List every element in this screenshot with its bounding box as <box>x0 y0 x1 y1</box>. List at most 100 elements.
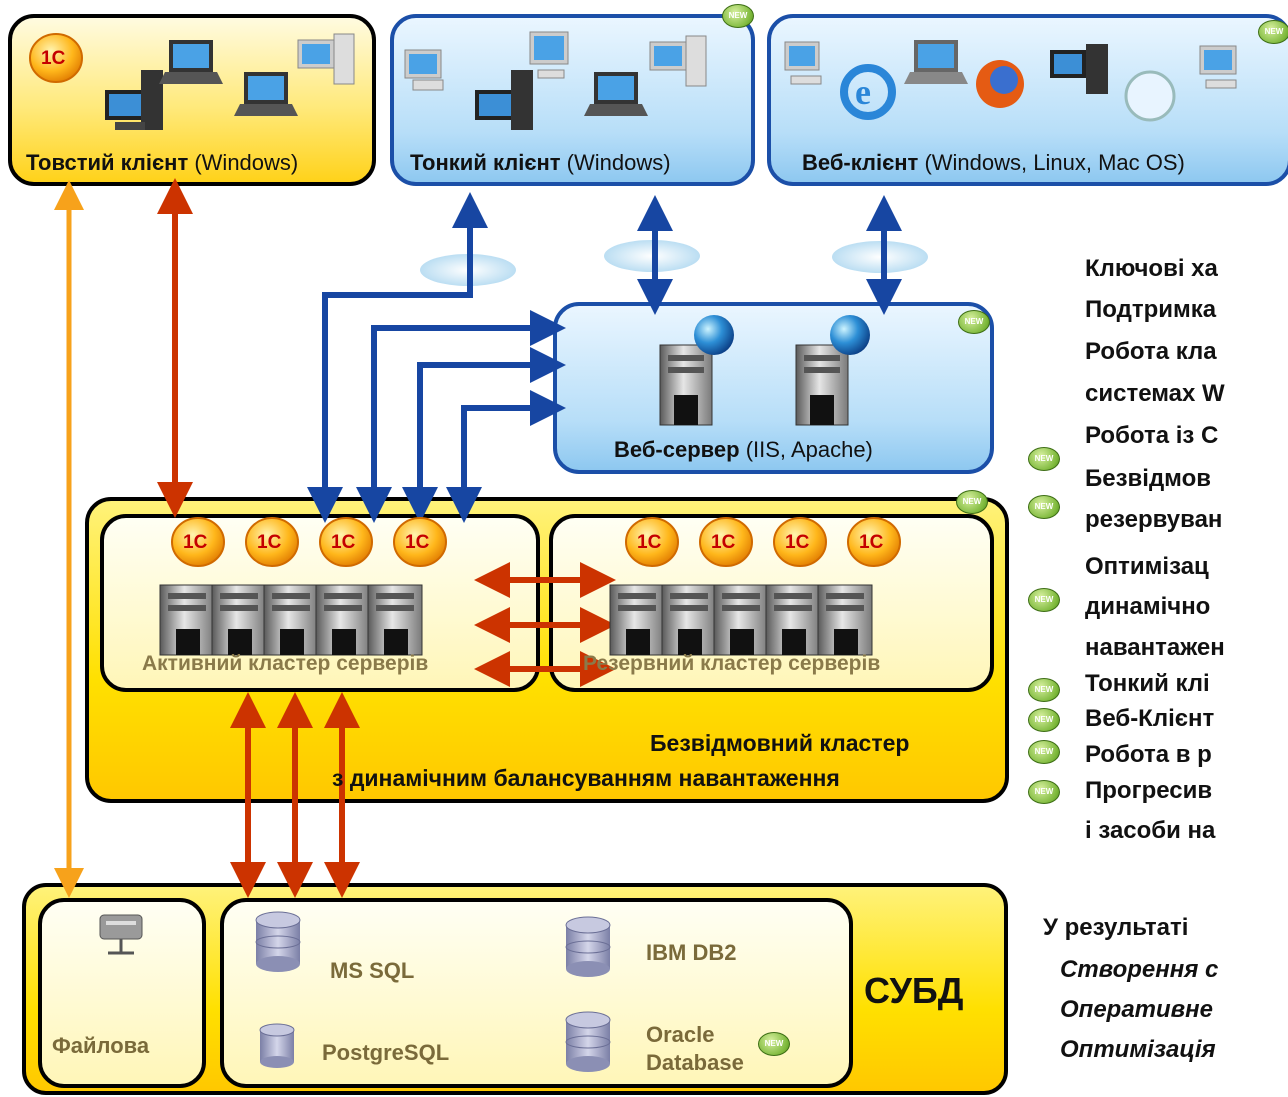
cluster-db-arrows <box>230 692 360 898</box>
feature-line: Робота в р <box>1085 741 1212 768</box>
feature-line: динамічно <box>1085 593 1211 620</box>
thick-client-name: Товстий клієнт <box>26 150 189 175</box>
web-server-detail: (IIS, Apache) <box>745 437 873 462</box>
dbms-title: СУБД <box>864 970 964 1011</box>
new-badge-icon: NEW <box>956 490 988 514</box>
feature-line: Робота кла <box>1085 338 1217 365</box>
oracle-label-1: Oracle <box>646 1022 715 1047</box>
new-badge-icon: NEW <box>1028 495 1060 519</box>
feature-line: Прогресив <box>1085 777 1213 804</box>
database-icon <box>565 1011 611 1072</box>
active-cluster-label: Активний кластер серверів <box>142 652 429 675</box>
result-heading: У результаті <box>1043 914 1189 941</box>
onec-logo-icon: 1C <box>29 33 83 83</box>
laptop-icon <box>584 72 648 116</box>
desktop-computer-icon <box>1199 45 1237 89</box>
svg-text:1C: 1C <box>41 48 66 69</box>
failover-cluster-caption-1: Безвідмовний кластер <box>650 730 910 756</box>
laptop-icon <box>159 40 223 84</box>
result-item: Створення с <box>1060 956 1219 983</box>
desktop-computer-icon <box>1050 44 1108 94</box>
reserve-cluster-logos: 1C 1C 1C 1C <box>625 517 901 567</box>
firefox-icon <box>976 60 1024 108</box>
desktop-computer-icon <box>105 70 163 130</box>
svg-text:1C: 1C <box>257 532 282 553</box>
desktop-computer-icon <box>784 41 822 85</box>
feature-line: Подтримка <box>1085 296 1217 323</box>
feature-line: Веб-Клієнт <box>1085 705 1215 732</box>
feature-line: Безвідмов <box>1085 465 1212 492</box>
database-icon <box>255 911 301 972</box>
oracle-label-2: Database <box>646 1050 744 1075</box>
web-client-platform: (Windows, Linux, Mac OS) <box>924 150 1185 175</box>
new-badge-icon: NEW <box>1028 447 1060 471</box>
result-item: Оперативне <box>1060 996 1214 1023</box>
web-client-name: Веб-клієнт <box>802 150 919 175</box>
svg-text:1C: 1C <box>859 532 884 553</box>
thick-client-platform: (Windows) <box>194 150 299 175</box>
thin-client-platform: (Windows) <box>566 150 671 175</box>
web-client-label: Веб-клієнт (Windows, Linux, Mac OS) <box>802 150 1185 176</box>
active-cluster-logos: 1C 1C 1C 1C <box>171 517 447 567</box>
laptop-icon <box>904 40 968 84</box>
safari-icon <box>1124 70 1176 122</box>
postgresql-label: PostgreSQL <box>322 1040 450 1065</box>
new-badge-icon: NEW <box>758 1032 790 1056</box>
new-badge-icon: NEW <box>1028 780 1060 804</box>
web-server-icon <box>795 315 870 426</box>
feature-line: Робота із С <box>1085 422 1219 449</box>
desktop-computer-icon <box>475 70 533 130</box>
web-client-box <box>767 14 1288 186</box>
sql-db-box <box>220 898 853 1088</box>
database-icon <box>259 1023 295 1068</box>
feature-line: Оптимізац <box>1085 553 1209 580</box>
svg-text:1C: 1C <box>405 532 430 553</box>
result-item: Оптимізація <box>1060 1036 1216 1063</box>
svg-text:1C: 1C <box>183 532 208 553</box>
desktop-computer-icon <box>649 35 707 87</box>
desktop-computer-icon <box>297 33 355 85</box>
new-badge-icon: NEW <box>1258 20 1288 44</box>
web-server-name: Веб-сервер <box>614 437 740 462</box>
thick-client-label: Товстий клієнт (Windows) <box>26 150 298 176</box>
thin-client-label: Тонкий клієнт (Windows) <box>410 150 671 176</box>
internet-explorer-icon: e <box>840 64 896 120</box>
desktop-computer-icon <box>529 31 569 79</box>
thin-client-name: Тонкий клієнт <box>410 150 561 175</box>
active-cluster-servers <box>159 584 423 656</box>
feature-line: навантажен <box>1085 634 1225 661</box>
ms-sql-label: MS SQL <box>330 958 415 983</box>
new-badge-icon: NEW <box>958 310 990 334</box>
laptop-icon <box>234 72 298 116</box>
web-server-label: Веб-сервер (IIS, Apache) <box>614 437 873 463</box>
svg-text:1C: 1C <box>331 532 356 553</box>
new-badge-icon: NEW <box>1028 708 1060 732</box>
cluster-sync-arrows <box>474 562 616 687</box>
failover-cluster-caption-2: з динамічним балансуванням навантаження <box>332 765 840 791</box>
new-badge-icon: NEW <box>1028 588 1060 612</box>
svg-text:1C: 1C <box>637 532 662 553</box>
feature-line: резервуван <box>1085 506 1223 533</box>
new-badge-icon: NEW <box>722 4 754 28</box>
svg-text:1C: 1C <box>711 532 736 553</box>
new-badge-icon: NEW <box>1028 740 1060 764</box>
feature-line: і засоби на <box>1085 817 1216 844</box>
reserve-cluster-servers <box>609 584 873 656</box>
svg-text:1C: 1C <box>785 532 810 553</box>
database-icon <box>565 916 611 977</box>
file-db-label: Файлова <box>52 1033 150 1058</box>
desktop-computer-icon <box>404 49 444 91</box>
reserve-cluster-label: Резервний кластер серверів <box>583 652 881 675</box>
feature-line: Тонкий клі <box>1085 670 1210 697</box>
feature-line: системах W <box>1085 380 1225 407</box>
svg-text:e: e <box>855 72 871 112</box>
ibm-db2-label: IBM DB2 <box>646 940 737 965</box>
web-connection-arrows <box>307 192 902 523</box>
web-server-box <box>553 302 994 474</box>
cloud-icon <box>420 240 928 286</box>
feature-line: Ключові ха <box>1085 255 1218 282</box>
file-storage-icon <box>99 914 143 955</box>
new-badge-icon: NEW <box>1028 678 1060 702</box>
web-server-icon <box>659 315 734 426</box>
